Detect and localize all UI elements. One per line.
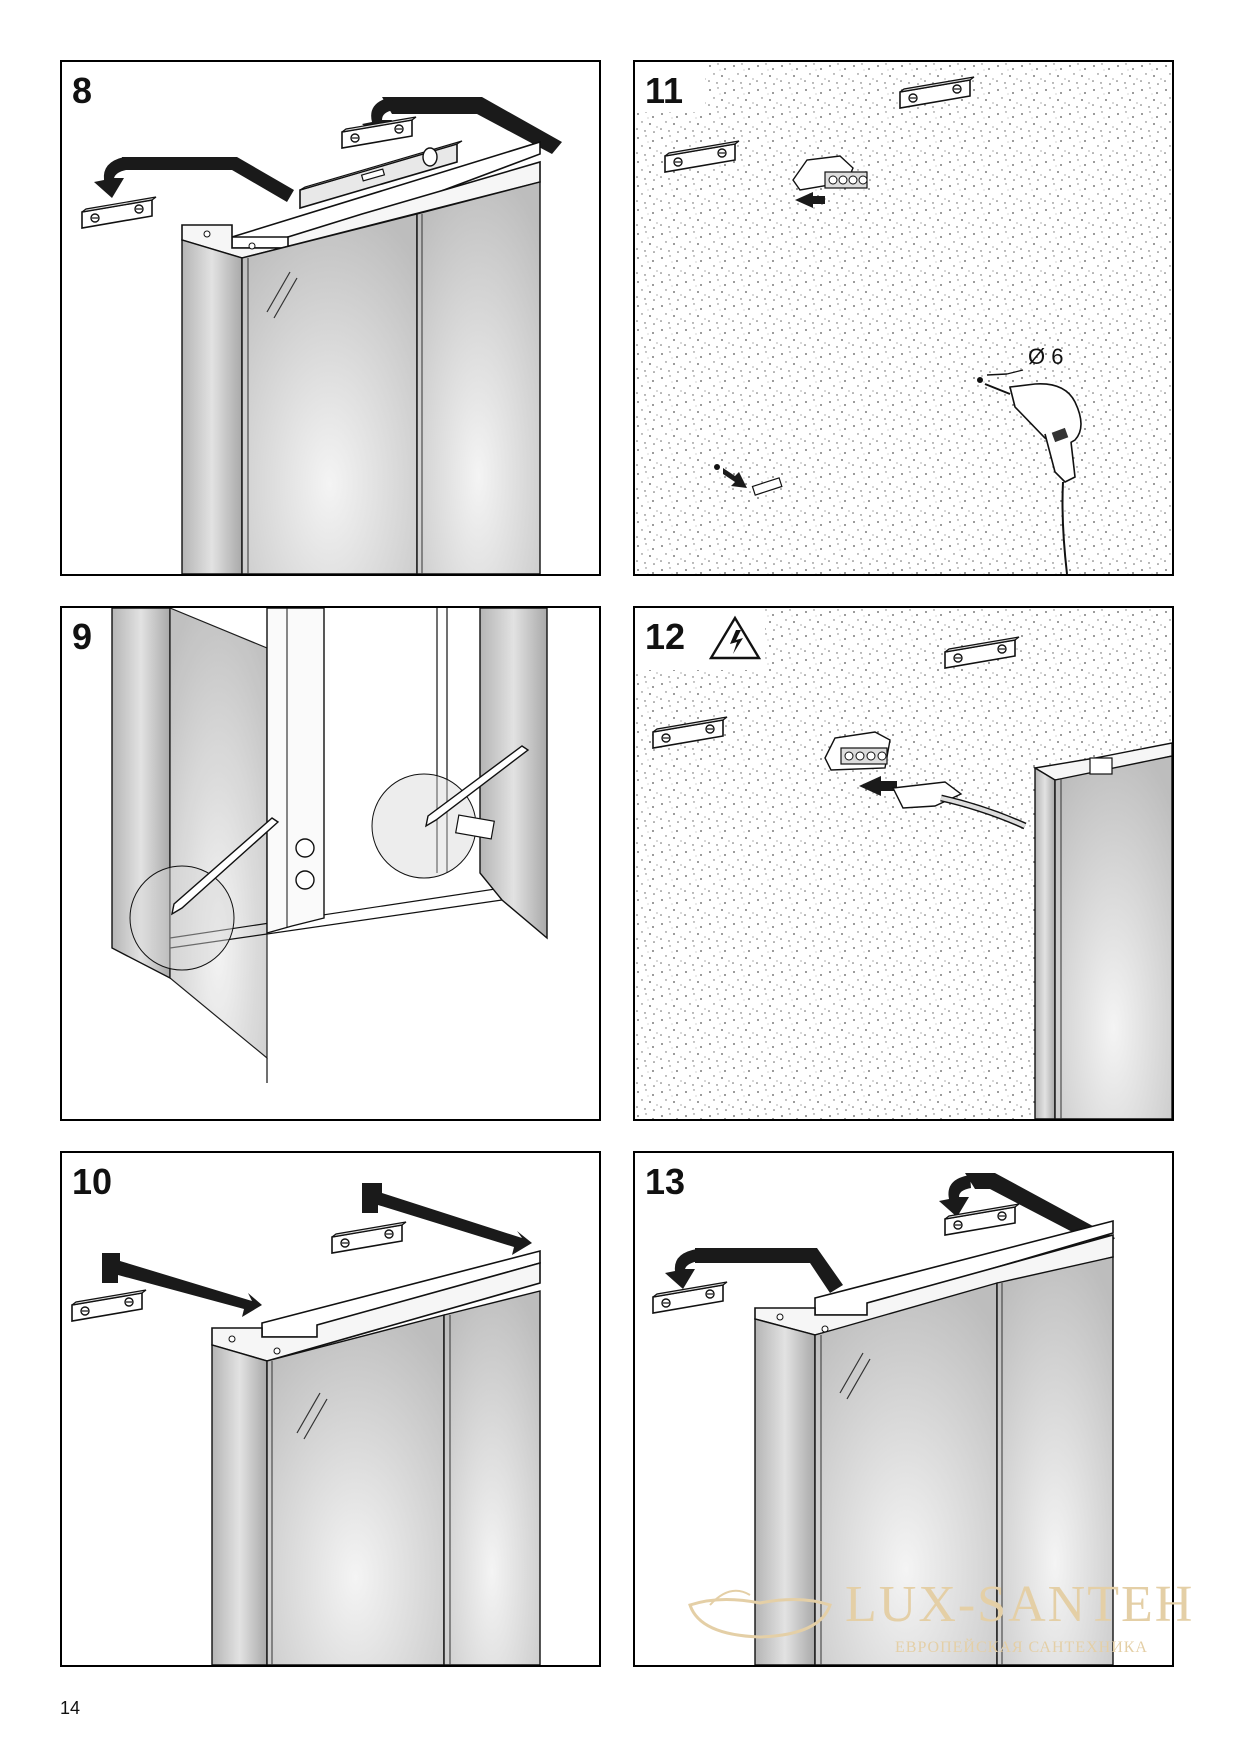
step-11-illustration: Ø 6 — [635, 62, 1172, 574]
step-9-panel: 9 — [60, 606, 601, 1121]
wall-plug-icon — [714, 464, 783, 496]
arrow-icon — [665, 1249, 699, 1289]
pencil-icon — [425, 745, 530, 828]
page-number: 14 — [60, 1698, 81, 1718]
step-number: 10 — [72, 1161, 113, 1202]
step-11-panel: 11 Ø 6 — [633, 60, 1174, 576]
arrow-icon — [795, 192, 825, 208]
step-10-panel: 10 — [60, 1151, 601, 1667]
terminal-block-icon — [792, 155, 868, 208]
watermark-title: LUX-SANTEH — [845, 1576, 1195, 1633]
bracket-icon — [331, 1221, 407, 1254]
arrow-icon — [94, 157, 126, 198]
arrow-icon — [102, 1253, 262, 1317]
spirit-level-icon — [299, 140, 463, 210]
step-number: 8 — [72, 70, 93, 111]
cable-icon — [891, 781, 1027, 830]
pencil-icon — [171, 817, 280, 916]
step-8-panel: 8 — [60, 60, 601, 576]
bracket-icon — [652, 1281, 728, 1314]
arrow-icon — [695, 1248, 843, 1293]
arrow-icon — [362, 1183, 532, 1255]
step-number: 13 — [645, 1161, 686, 1202]
drill-diameter-label: Ø 6 — [1028, 344, 1063, 369]
bracket-icon — [81, 196, 157, 229]
watermark-subtitle: ЕВРОПЕЙСКАЯ САНТЕХНИКА — [895, 1639, 1148, 1656]
terminal-block-icon — [824, 731, 891, 771]
step-9-illustration — [111, 608, 548, 1083]
step-12-panel: 12 — [633, 606, 1174, 1121]
arrow-icon — [939, 1175, 971, 1217]
step-number: 11 — [645, 70, 684, 111]
step-10-illustration — [71, 1183, 541, 1665]
step-12-illustration — [635, 608, 1172, 1119]
drill-icon — [977, 369, 1082, 574]
arrow-icon — [382, 97, 562, 154]
step-number: 12 — [645, 616, 686, 657]
step-13-illustration — [652, 1173, 1115, 1665]
step-8-illustration — [81, 97, 562, 574]
electrical-hazard-warning-icon — [708, 615, 762, 660]
bracket-icon — [71, 1289, 147, 1322]
arrow-icon — [122, 157, 294, 202]
step-13-panel: 13 — [633, 1151, 1174, 1667]
step-number: 9 — [72, 616, 93, 657]
bathtub-logo-icon — [688, 1589, 832, 1639]
hinge-icon — [455, 814, 495, 840]
arrow-icon — [859, 776, 897, 796]
